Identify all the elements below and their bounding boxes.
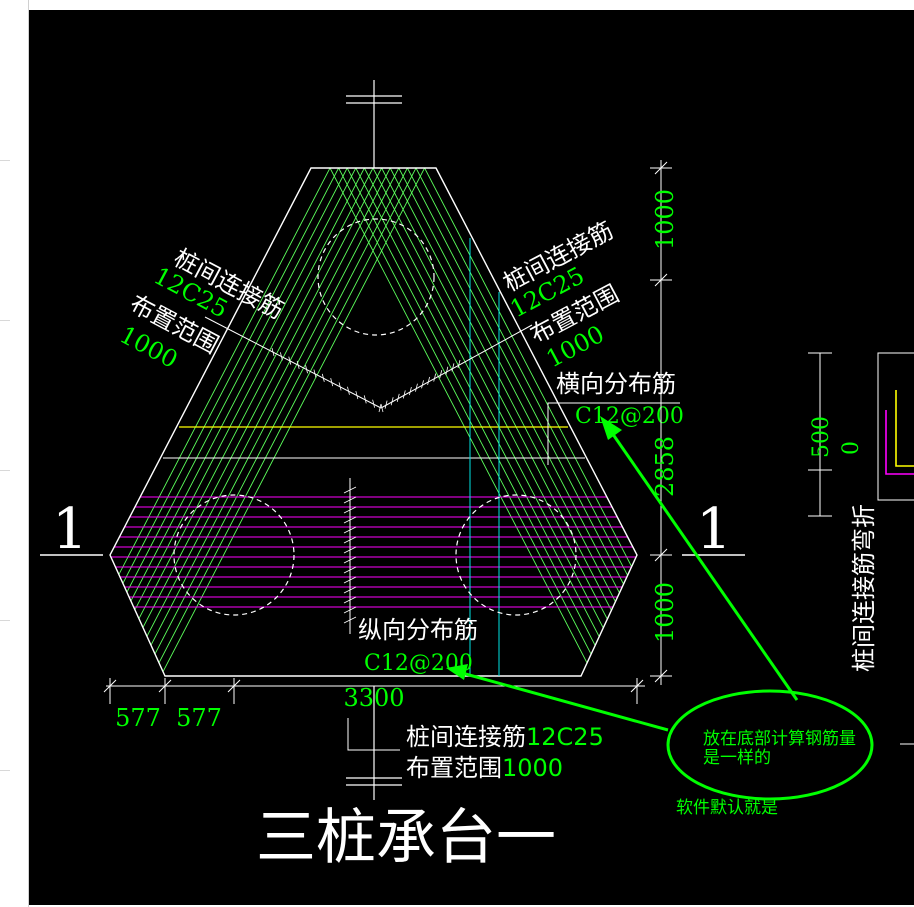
section-mark-left: 1 xyxy=(52,497,88,562)
rebar-line xyxy=(353,168,637,676)
dim-right-bottom: 1000 xyxy=(651,582,679,643)
rebar-line xyxy=(110,168,410,676)
tick-mark xyxy=(421,380,424,389)
transverse-rebar-spec: C12@200 xyxy=(575,404,684,429)
pile-connection-rebar-left-strip xyxy=(110,168,496,676)
cad-canvas[interactable]: 1 1 桩间连接筋 12C25 布置范围 1000 桩间连接筋 12C25 布置… xyxy=(29,10,914,905)
tick-mark xyxy=(451,363,455,372)
detail-dim-0: 0 xyxy=(839,441,864,455)
tick-mark xyxy=(384,400,388,409)
dim-right-middle: 2858 xyxy=(651,436,679,497)
pile-circle-right xyxy=(455,494,577,616)
note-arrow-to-transverse xyxy=(608,429,799,701)
rebar-line xyxy=(336,168,637,676)
rebar-line xyxy=(135,168,479,676)
rebar-line xyxy=(285,168,628,676)
bottom-range-label: 布置范围1000 xyxy=(406,754,563,782)
rebar-line xyxy=(345,168,637,676)
rebar-line xyxy=(110,168,427,676)
tick-mark xyxy=(457,359,461,369)
rebar-tick-marks xyxy=(271,347,461,624)
panel-divider xyxy=(0,160,10,161)
rebar-line xyxy=(110,168,453,676)
panel-divider xyxy=(0,620,10,621)
rebar-line xyxy=(110,168,436,676)
rebar-line xyxy=(267,168,611,676)
note-arrowhead xyxy=(446,664,468,680)
note-arrowhead xyxy=(600,416,622,440)
pile-circle-top xyxy=(317,218,435,336)
transverse-rebar-title: 横向分布筋 xyxy=(556,370,676,398)
transverse-rebar-leader xyxy=(547,402,680,465)
note-arrow-to-longitudinal xyxy=(461,671,669,732)
pile-connection-rebar-right-strip xyxy=(259,168,637,676)
rebar-line xyxy=(152,168,496,676)
detail-label: 桩间连接筋弯折 xyxy=(850,504,878,672)
rebar-line xyxy=(144,168,487,676)
section-mark-right: 1 xyxy=(696,497,732,562)
panel-divider xyxy=(0,770,10,771)
dim-right-top: 1000 xyxy=(651,189,679,250)
bottom-rebar-label: 桩间连接筋12C25 xyxy=(406,723,604,751)
rebar-line xyxy=(276,168,619,676)
rebar-line xyxy=(110,168,444,676)
pile-cap-outline xyxy=(109,167,638,677)
rebar-line xyxy=(302,168,637,676)
bend-detail xyxy=(808,352,914,517)
range-leader-right xyxy=(380,324,533,409)
rebar-line xyxy=(319,168,637,676)
bottom-dimension-chain xyxy=(103,678,645,704)
right-dimension-chain xyxy=(650,160,672,685)
note-bubble xyxy=(666,689,874,801)
pile-circle-left xyxy=(173,494,295,616)
tick-mark xyxy=(439,370,443,379)
tick-mark xyxy=(427,376,431,386)
range-leader-left xyxy=(204,316,382,409)
longitudinal-rebar-title: 纵向分布筋 xyxy=(358,616,478,644)
tick-mark xyxy=(445,366,449,375)
note-below: 软件默认就是 xyxy=(676,798,778,818)
rebar-line xyxy=(127,168,470,676)
rebar-line xyxy=(110,168,418,676)
rebar-line xyxy=(110,168,401,676)
tick-mark xyxy=(408,386,412,396)
note-line-2: 是一样的 xyxy=(703,748,771,768)
panel-divider xyxy=(0,320,10,321)
detail-dim-500: 500 xyxy=(809,416,834,458)
drawing-title: 三桩承台一 xyxy=(256,803,556,873)
drawing-svg: 1 1 桩间连接筋 12C25 布置范围 1000 桩间连接筋 12C25 布置… xyxy=(40,80,914,873)
tick-mark xyxy=(390,397,394,406)
tick-mark xyxy=(396,393,400,402)
left-panel xyxy=(0,0,29,907)
rebar-line xyxy=(259,168,602,676)
panel-divider xyxy=(0,470,10,471)
dim-bottom-part-1: 577 xyxy=(115,704,161,732)
bottom-label-leader xyxy=(347,718,400,751)
rebar-line xyxy=(310,168,637,676)
note-line-1: 放在底部计算钢筋量 xyxy=(703,729,856,749)
dim-bottom-part-2: 577 xyxy=(176,704,222,732)
tick-mark xyxy=(402,390,406,399)
tick-mark xyxy=(415,383,418,392)
tick-mark xyxy=(433,373,437,382)
